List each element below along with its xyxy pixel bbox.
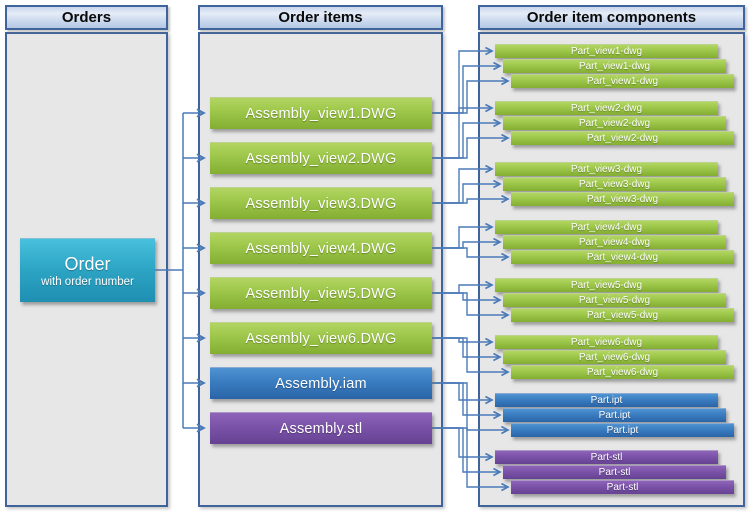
component-bar: Part-stl [511, 480, 734, 494]
component-bar: Part_view1-dwg [511, 74, 734, 88]
order-item-label: Assembly_view4.DWG [245, 240, 397, 257]
component-bar: Part_view2-dwg [511, 131, 734, 145]
component-bar: Part_view5-dwg [495, 278, 718, 292]
connector [432, 227, 492, 249]
component-bar: Part_view2-dwg [495, 101, 718, 115]
order-item-node: Assembly_view3.DWG [210, 187, 432, 219]
component-bar: Part_view4-dwg [495, 220, 718, 234]
order-item-label: Assembly_view3.DWG [245, 195, 397, 212]
connector [432, 199, 508, 204]
connector [432, 382, 508, 430]
component-bar: Part_view1-dwg [503, 59, 726, 73]
component-bar: Part_view2-dwg [503, 116, 726, 130]
column-header-orders: Orders [5, 5, 168, 30]
component-bar-label: Part_view3-dwg [586, 194, 659, 205]
component-bar-label: Part_view6-dwg [586, 367, 659, 378]
column-header-order-item-components: Order item components [478, 5, 745, 30]
component-bar: Part_view6-dwg [503, 350, 726, 364]
order-item-node: Assembly.iam [210, 367, 432, 399]
component-bar: Part-stl [495, 450, 718, 464]
order-item-label: Assembly_view6.DWG [245, 330, 397, 347]
column-header-order-items: Order items [198, 5, 443, 30]
component-bar: Part_view3-dwg [503, 177, 726, 191]
component-bar-label: Part.ipt [606, 425, 639, 436]
order-item-node: Assembly.stl [210, 412, 432, 444]
order-item-label: Assembly_view2.DWG [245, 150, 397, 167]
connector [432, 51, 492, 114]
connector [432, 382, 492, 400]
connector [432, 427, 492, 457]
connector [432, 337, 508, 372]
order-item-node: Assembly_view4.DWG [210, 232, 432, 264]
connector [432, 108, 492, 159]
component-bar-label: Part_view4-dwg [570, 222, 643, 233]
connector [432, 382, 500, 415]
component-bar: Part_view1-dwg [495, 44, 718, 58]
order-to-items-connectors [155, 113, 204, 428]
connector [432, 81, 508, 114]
order-node: Order with order number [20, 238, 155, 302]
items-to-components-connectors [432, 51, 508, 487]
component-bar-label: Part_view6-dwg [570, 337, 643, 348]
component-bar: Part_view4-dwg [503, 235, 726, 249]
component-bar: Part-stl [503, 465, 726, 479]
component-bar-label: Part_view2-dwg [578, 118, 651, 129]
connector [432, 285, 492, 294]
component-bar-label: Part_view5-dwg [586, 310, 659, 321]
order-item-node: Assembly_view1.DWG [210, 97, 432, 129]
component-bar-label: Part_view5-dwg [578, 295, 651, 306]
component-bar: Part.ipt [503, 408, 726, 422]
component-bar-label: Part_view3-dwg [578, 179, 651, 190]
order-item-label: Assembly_view1.DWG [245, 105, 397, 122]
connector [432, 292, 500, 300]
component-bar: Part_view6-dwg [511, 365, 734, 379]
connector [432, 242, 500, 249]
connector [432, 427, 500, 472]
connector [432, 337, 500, 357]
connector [432, 123, 500, 159]
order-item-node: Assembly_view5.DWG [210, 277, 432, 309]
component-bar: Part.ipt [511, 423, 734, 437]
component-bar-label: Part_view5-dwg [570, 280, 643, 291]
order-node-title: Order [64, 253, 111, 274]
component-bar-label: Part-stl [590, 452, 623, 463]
component-bar-label: Part_view4-dwg [578, 237, 651, 248]
component-bar-label: Part.ipt [590, 395, 623, 406]
connector [432, 247, 508, 257]
component-bar-label: Part_view1-dwg [586, 76, 659, 87]
component-bar: Part_view4-dwg [511, 250, 734, 264]
component-bar-label: Part_view1-dwg [578, 61, 651, 72]
component-bar-label: Part_view2-dwg [570, 103, 643, 114]
component-bar-label: Part_view3-dwg [570, 164, 643, 175]
connector [432, 184, 500, 204]
component-bar-label: Part-stl [598, 467, 631, 478]
component-bar: Part.ipt [495, 393, 718, 407]
order-item-label: Assembly.iam [275, 375, 367, 392]
order-item-label: Assembly.stl [279, 420, 363, 437]
component-bar-label: Part-stl [606, 482, 639, 493]
connector [432, 427, 508, 487]
connector [432, 138, 508, 159]
component-bar: Part_view5-dwg [511, 308, 734, 322]
connector [432, 169, 492, 204]
connector [432, 292, 508, 315]
connector [432, 66, 500, 114]
component-bar: Part_view5-dwg [503, 293, 726, 307]
component-bar-label: Part_view1-dwg [570, 46, 643, 57]
order-item-node: Assembly_view6.DWG [210, 322, 432, 354]
component-bar-label: Part_view6-dwg [578, 352, 651, 363]
order-item-node: Assembly_view2.DWG [210, 142, 432, 174]
component-bar-label: Part_view4-dwg [586, 252, 659, 263]
component-bar-label: Part_view2-dwg [586, 133, 659, 144]
component-bar: Part_view6-dwg [495, 335, 718, 349]
component-bar-label: Part.ipt [598, 410, 631, 421]
order-node-subtitle: with order number [41, 275, 134, 288]
component-bar: Part_view3-dwg [495, 162, 718, 176]
order-item-label: Assembly_view5.DWG [245, 285, 397, 302]
component-bar: Part_view3-dwg [511, 192, 734, 206]
